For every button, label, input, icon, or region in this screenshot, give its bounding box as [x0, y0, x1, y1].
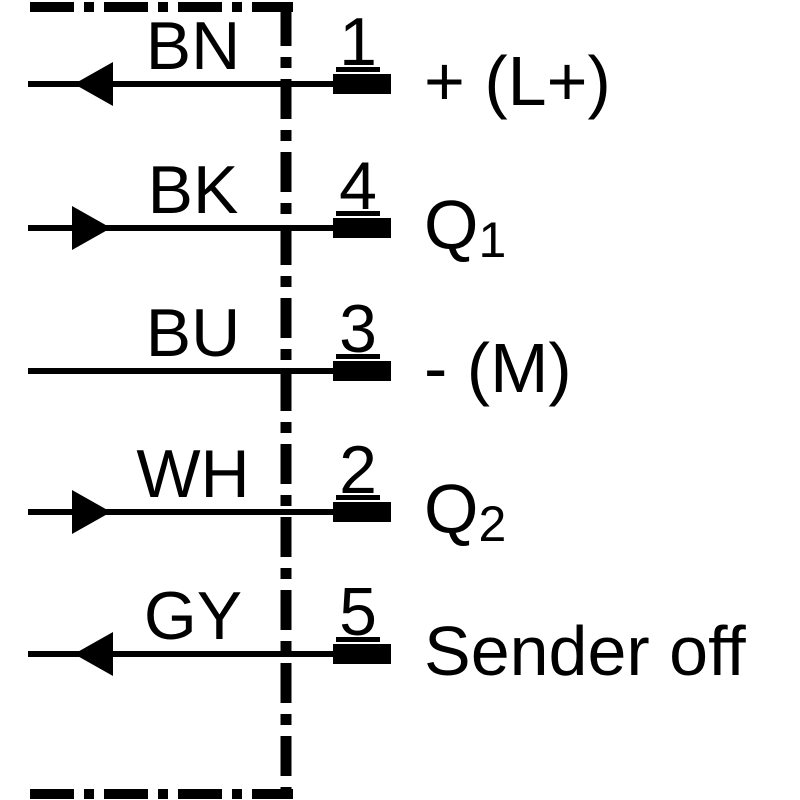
function-label-text: Sender off [424, 612, 746, 690]
function-label: Q2 [424, 469, 506, 549]
pin-number: 4 [339, 148, 377, 224]
function-label-text: Q [424, 186, 479, 264]
function-label-subscript: 2 [478, 496, 507, 552]
arrow-right-icon [72, 490, 111, 534]
wire-rows-graphics [28, 62, 391, 676]
wire-color-label: BU [145, 295, 241, 371]
pin-number-underline [336, 211, 380, 216]
function-label: + (L+) [424, 41, 611, 121]
wire-row [28, 206, 391, 250]
pin-number: 2 [339, 432, 377, 508]
arrow-right-icon [72, 206, 111, 250]
pin-number-underline [336, 495, 380, 500]
terminal-block [333, 644, 391, 664]
terminal-block [333, 502, 391, 522]
function-label: Sender off [424, 611, 746, 691]
terminal-block [333, 218, 391, 238]
wire-color-label: BN [145, 8, 241, 84]
wire-row [28, 632, 391, 676]
wire-row [28, 62, 391, 106]
function-label-text: Q [424, 470, 479, 548]
function-label-subscript: 1 [478, 212, 507, 268]
wire-color-label: BK [147, 152, 239, 228]
pin-number: 5 [339, 574, 377, 650]
pin-number-underline [336, 67, 380, 72]
pin-number: 1 [339, 4, 377, 80]
wire-color-label: WH [136, 436, 250, 512]
wire-row [28, 354, 391, 381]
pin-number: 3 [339, 291, 377, 367]
function-label-text: - (M) [424, 329, 572, 407]
pin-number-underline [336, 637, 380, 642]
wire-color-label: GY [143, 578, 243, 654]
wire-row [28, 490, 391, 534]
pin-number-underline [336, 354, 380, 359]
terminal-block [333, 74, 391, 94]
function-label: Q1 [424, 185, 506, 265]
terminal-block [333, 361, 391, 381]
arrow-left-icon [74, 632, 113, 676]
arrow-left-icon [74, 62, 113, 106]
function-label-text: + (L+) [424, 42, 611, 120]
function-label: - (M) [424, 328, 572, 408]
